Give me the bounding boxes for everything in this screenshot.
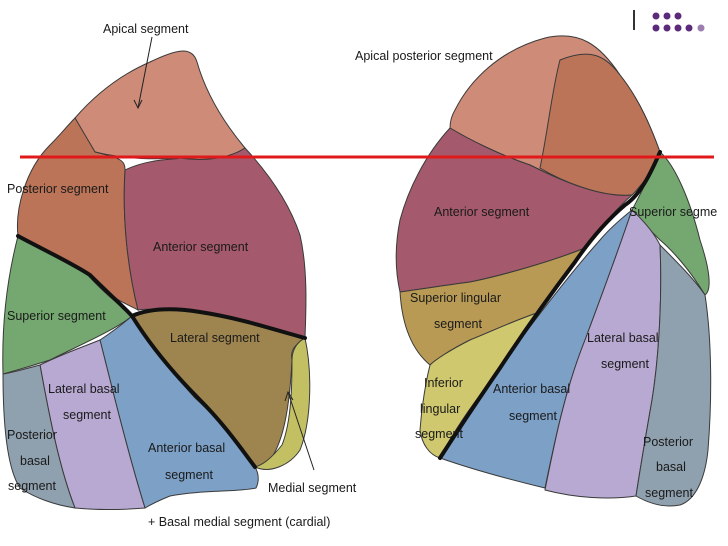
leader-arrows [133, 36, 315, 471]
label-medial-segment: Medial segment [268, 481, 357, 495]
right-anterior-segment [123, 147, 307, 339]
label-inferior-lingular-line2: lingular [420, 402, 460, 416]
label-posterior-basal-right-line3: segment [8, 479, 56, 493]
label-posterior-basal-left-line1: Posterior [643, 435, 693, 449]
right-horizontal-fissure [130, 307, 307, 340]
label-anterior-basal-right-line2: segment [165, 468, 213, 482]
right-apical-segment [74, 50, 246, 161]
label-anterior-segment-right: Anterior segment [153, 240, 249, 254]
label-anterior-basal-left-line1: Anterior basal [493, 382, 570, 396]
apical-arrow [137, 36, 153, 109]
medial-arrowhead [284, 390, 294, 402]
label-superior-segment-left: Superior segme [629, 205, 717, 219]
logo-dot [674, 24, 682, 32]
label-posterior-segment: Posterior segment [7, 182, 109, 196]
logo-dot [685, 24, 693, 32]
label-superior-segment-right: Superior segment [7, 309, 106, 323]
label-basal-medial-note: + Basal medial segment (cardial) [148, 515, 330, 529]
left-superior-segment [631, 151, 710, 296]
label-posterior-basal-right-line1: Posterior [7, 428, 57, 442]
logo-dot [663, 12, 671, 20]
label-inferior-lingular-line3: segment [415, 427, 463, 441]
right-posterior-basal-segment [2, 364, 76, 509]
label-posterior-basal-right-line2: basal [20, 454, 50, 468]
label-lateral-basal-right-line2: segment [63, 408, 111, 422]
logo-dot [652, 24, 660, 32]
right-oblique-fissure [16, 234, 257, 469]
label-inferior-lingular-line1: Inferior [424, 376, 463, 390]
label-anterior-segment-left: Anterior segment [434, 205, 530, 219]
label-apical-segment: Apical segment [103, 22, 189, 36]
logo-icon [633, 10, 705, 32]
label-posterior-basal-left-line2: basal [656, 460, 686, 474]
right-medial-segment [253, 337, 311, 470]
logo-dot [663, 24, 671, 32]
labels: Apical segment Apical posterior segment … [7, 22, 717, 529]
label-lateral-basal-right-line1: Lateral basal [48, 382, 120, 396]
label-lateral-segment: Lateral segment [170, 331, 260, 345]
logo-dot [674, 12, 682, 20]
logo-dot [652, 12, 660, 20]
label-anterior-basal-right-line1: Anterior basal [148, 441, 225, 455]
medial-arrow [287, 391, 315, 471]
label-lateral-basal-left-line1: Lateral basal [587, 331, 659, 345]
left-posterior-part [539, 53, 661, 196]
label-superior-lingular-line1: Superior lingular [410, 291, 501, 305]
left-lung [395, 35, 712, 507]
logo-bar [633, 10, 635, 30]
left-posterior-basal-segment [635, 243, 712, 507]
apical-arrowhead [133, 99, 143, 110]
label-posterior-basal-left-line3: segment [645, 486, 693, 500]
label-superior-lingular-line2: segment [434, 317, 482, 331]
logo-dot [697, 24, 705, 32]
right-lung [2, 50, 311, 510]
label-apical-posterior-segment: Apical posterior segment [355, 49, 493, 63]
label-lateral-basal-left-line2: segment [601, 357, 649, 371]
left-oblique-fissure [438, 150, 662, 460]
label-anterior-basal-left-line2: segment [509, 409, 557, 423]
